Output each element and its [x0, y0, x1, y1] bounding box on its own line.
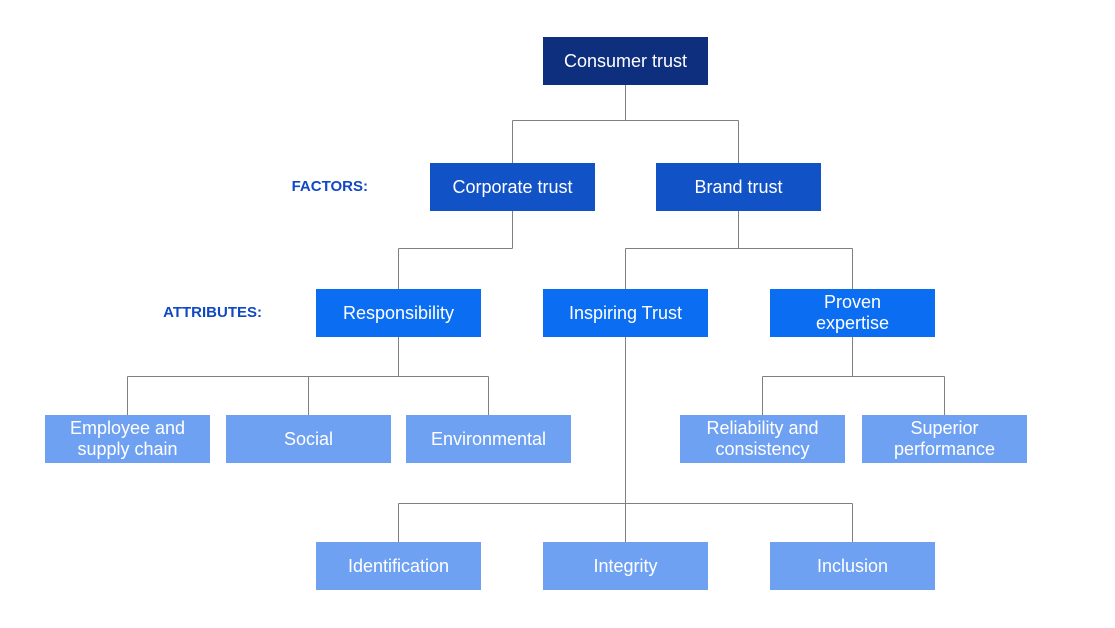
node-inspiring-trust: Inspiring Trust [543, 289, 708, 337]
node-inclusion: Inclusion [770, 542, 935, 590]
node-social: Social [226, 415, 391, 463]
node-employee-and-supply-chain: Employee and supply chain [45, 415, 210, 463]
factors-row-label: FACTORS: [291, 178, 368, 195]
attributes-row-label: ATTRIBUTES: [163, 304, 262, 321]
node-superior-performance: Superior performance [862, 415, 1027, 463]
node-consumer-trust: Consumer trust [543, 37, 708, 85]
node-responsibility: Responsibility [316, 289, 481, 337]
node-integrity: Integrity [543, 542, 708, 590]
node-proven-expertise: Proven expertise [770, 289, 935, 337]
node-identification: Identification [316, 542, 481, 590]
node-environmental: Environmental [406, 415, 571, 463]
node-brand-trust: Brand trust [656, 163, 821, 211]
node-reliability-and-consistency: Reliability and consistency [680, 415, 845, 463]
node-corporate-trust: Corporate trust [430, 163, 595, 211]
